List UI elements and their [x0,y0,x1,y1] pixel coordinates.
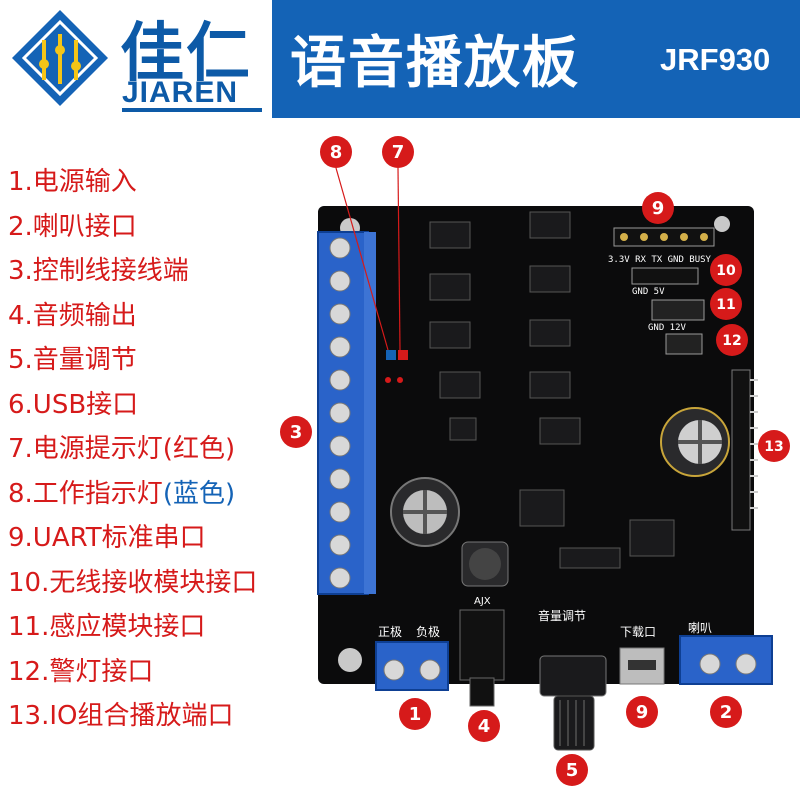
brand-underline [122,108,262,112]
volume-label: 音量调节 [538,608,586,623]
svg-text:1: 1 [409,704,422,725]
io-pin-header [731,369,758,531]
wireless-header [631,267,699,285]
legend-item-13: 13.IO组合播放端口 [8,701,234,731]
legend-item-6: 6.USB接口 [8,389,139,420]
marker-7: 7 [382,136,414,168]
marker-4: 4 [468,710,500,742]
chip-array [429,211,675,569]
marker-2: 2 [710,696,742,728]
svg-text:11: 11 [716,297,735,313]
control-terminal-block [317,231,376,595]
download-label: 下载口 [620,625,656,639]
svg-text:4: 4 [478,716,491,737]
legend-item-4: 4.音频输出 [8,300,137,331]
marker-1: 1 [399,698,431,730]
pcb-board [318,206,754,684]
uart-pin-label: 3.3V RX TX GND BUSY [608,255,712,265]
marker-6: 9 [626,696,658,728]
status-led-blue-icon [386,350,396,360]
volume-knob [539,655,607,751]
brand-name-cn: 佳仁 [120,17,252,91]
svg-text:3: 3 [290,422,303,443]
legend-item-11: 11.感应模块接口 [8,612,206,642]
svg-text:12: 12 [722,333,741,349]
product-model: JRF930 [660,42,771,77]
svg-text:9: 9 [636,702,649,723]
feature-legend: 1.电源输入 2.喇叭接口 3.控制线接线端 4.音频输出 5.音量调节 6.U… [8,160,328,739]
svg-text:8: 8 [330,142,343,163]
marker-8: 8 [320,136,352,168]
ajx-label: AJX [474,596,491,607]
legend-item-2: 2.喇叭接口 [8,211,137,242]
legend-item-1: 1.电源输入 [8,167,137,197]
title-bar [272,0,800,118]
marker-12: 12 [716,324,748,356]
svg-text:5: 5 [566,760,579,781]
gnd-12v-label: GND 12V [648,323,687,333]
marker-13: 13 [758,430,790,462]
product-title: 语音播放板 [290,31,580,96]
header: 佳仁 JIAREN 语音播放板 JRF930 [0,0,800,118]
legend-item-12: 12.警灯接口 [8,656,154,687]
power-terminal [375,641,449,691]
legend-item-8-highlight: (蓝色) [162,478,236,509]
legend-item-5: 5.音量调节 [8,345,137,375]
svg-text:9: 9 [652,198,665,219]
legend-item-8: 8.工作指示灯(蓝色) [8,478,236,509]
marker-3: 3 [280,416,312,448]
power-positive-label: 正极 [378,625,402,639]
uart-pin-header [613,227,715,247]
speaker-label: 喇叭 [688,620,712,635]
legend-item-9: 9.UART标准串口 [8,523,206,553]
gnd-5v-label: GND 5V [632,287,665,297]
sensor-header [651,299,705,321]
power-negative-label: 负极 [416,625,440,639]
svg-text:2: 2 [720,702,733,723]
brand-name-en: JIAREN [122,76,239,109]
svg-text:13: 13 [764,439,783,455]
speaker-terminal [679,635,773,685]
marker-5: 5 [556,754,588,786]
marker-9: 9 [642,192,674,224]
mount-hole-icon [714,216,730,232]
mount-hole-icon [338,648,362,672]
power-led-red-icon [398,350,408,360]
jiaren-logo-icon [12,10,108,106]
marker-10: 10 [710,254,742,286]
warning-light-header [665,333,703,355]
legend-item-10: 10.无线接收模块接口 [8,567,258,598]
legend-item-3: 3.控制线接线端 [8,256,189,286]
audio-jack [459,609,505,707]
svg-text:10: 10 [716,263,736,279]
legend-item-7: 7.电源提示灯(红色) [8,434,236,464]
svg-text:7: 7 [392,142,405,163]
marker-11: 11 [710,288,742,320]
